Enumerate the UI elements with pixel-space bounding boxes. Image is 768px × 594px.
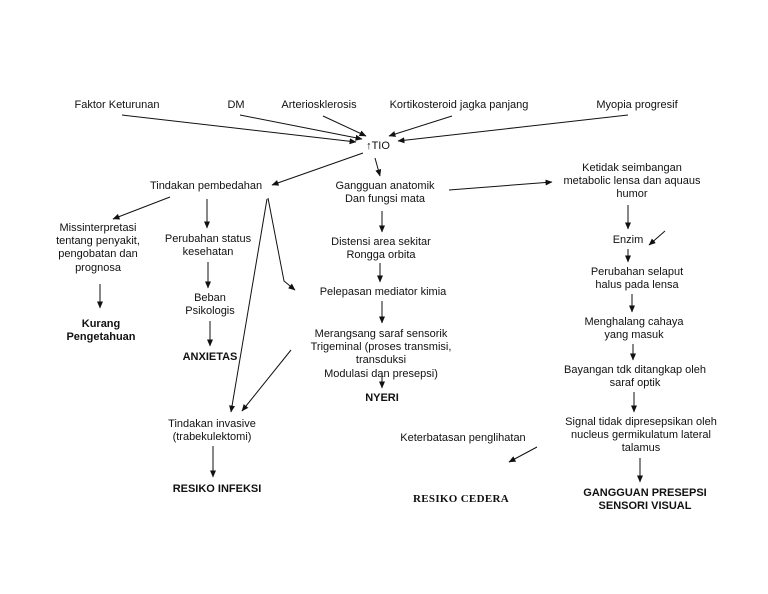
node-missinterpretasi: Missinterpretasi tentang penyakit, pengo… (56, 222, 140, 274)
node-resiko-cedera: RESIKO CEDERA (413, 493, 509, 505)
node-gangguan-anatomik: Gangguan anatomik Dan fungsi mata (335, 180, 435, 206)
node-myopia-progresif: Myopia progresif (596, 99, 678, 111)
node-arteriosklerosis: Arteriosklerosis (281, 99, 357, 111)
node-tindakan-pembedahan: Tindakan pembedahan (149, 180, 263, 192)
node-keterbatasan: Keterbatasan penglihatan (400, 432, 526, 444)
node-anxietas: ANXIETAS (182, 351, 238, 363)
arrow-dm-to-tio (239, 114, 363, 141)
arrow-pembedahan-to-pelepasan (267, 197, 296, 291)
node-merangsang-saraf: Merangsang saraf sensorik Trigeminal (pr… (310, 328, 452, 380)
node-enzim: Enzim (612, 234, 644, 246)
arrow-keterbatasan-to-resiko-cedera (508, 446, 538, 463)
node-perubahan-status: Perubahan status kesehatan (164, 233, 252, 259)
node-kurang-pengetahuan: Kurang Pengetahuan (66, 318, 136, 344)
node-kortikosteroid: Kortikosteroid jagka panjang (389, 99, 529, 111)
node-distensi: Distensi area sekitar Rongga orbita (331, 236, 431, 262)
arrow-gangguan-to-ketidak (448, 179, 553, 191)
node-gangguan-presepsi: GANGGUAN PRESEPSI SENSORI VISUAL (583, 487, 707, 513)
arrow-arterio-to-tio (322, 115, 367, 137)
node-menghalang-cahaya: Menghalang cahaya yang masuk (584, 316, 684, 342)
node-beban-psikologis: Beban Psikologis (185, 292, 235, 318)
arrow-kortiko-to-tio (388, 115, 453, 137)
node-bayangan: Bayangan tdk ditangkap oleh saraf optik (564, 364, 706, 390)
node-ketidak-seimbangan: Ketidak seimbangan metabolic lensa dan a… (563, 162, 701, 201)
node-signal: Signal tidak dipresepsikan oleh nucleus … (565, 416, 717, 455)
arrow-tio-to-gangguan (374, 157, 382, 177)
node-tio: ↑TIO (366, 140, 390, 152)
node-pelepasan-mediator: Pelepasan mediator kimia (319, 286, 447, 298)
node-resiko-infeksi: RESIKO INFEKSI (172, 483, 262, 495)
arrow-faktor-to-tio (121, 114, 357, 145)
node-faktor-keturunan: Faktor Keturunan (74, 99, 160, 111)
node-dm: DM (227, 99, 245, 111)
node-nyeri: NYERI (365, 392, 399, 404)
arrow-pembedahan-to-missinterpretasi (112, 196, 171, 220)
node-tindakan-invasive: Tindakan invasive (trabekulektomi) (168, 418, 256, 444)
node-perubahan-selaput: Perubahan selaput halus pada lensa (590, 266, 684, 292)
arrow-myopia-to-tio (397, 114, 629, 144)
